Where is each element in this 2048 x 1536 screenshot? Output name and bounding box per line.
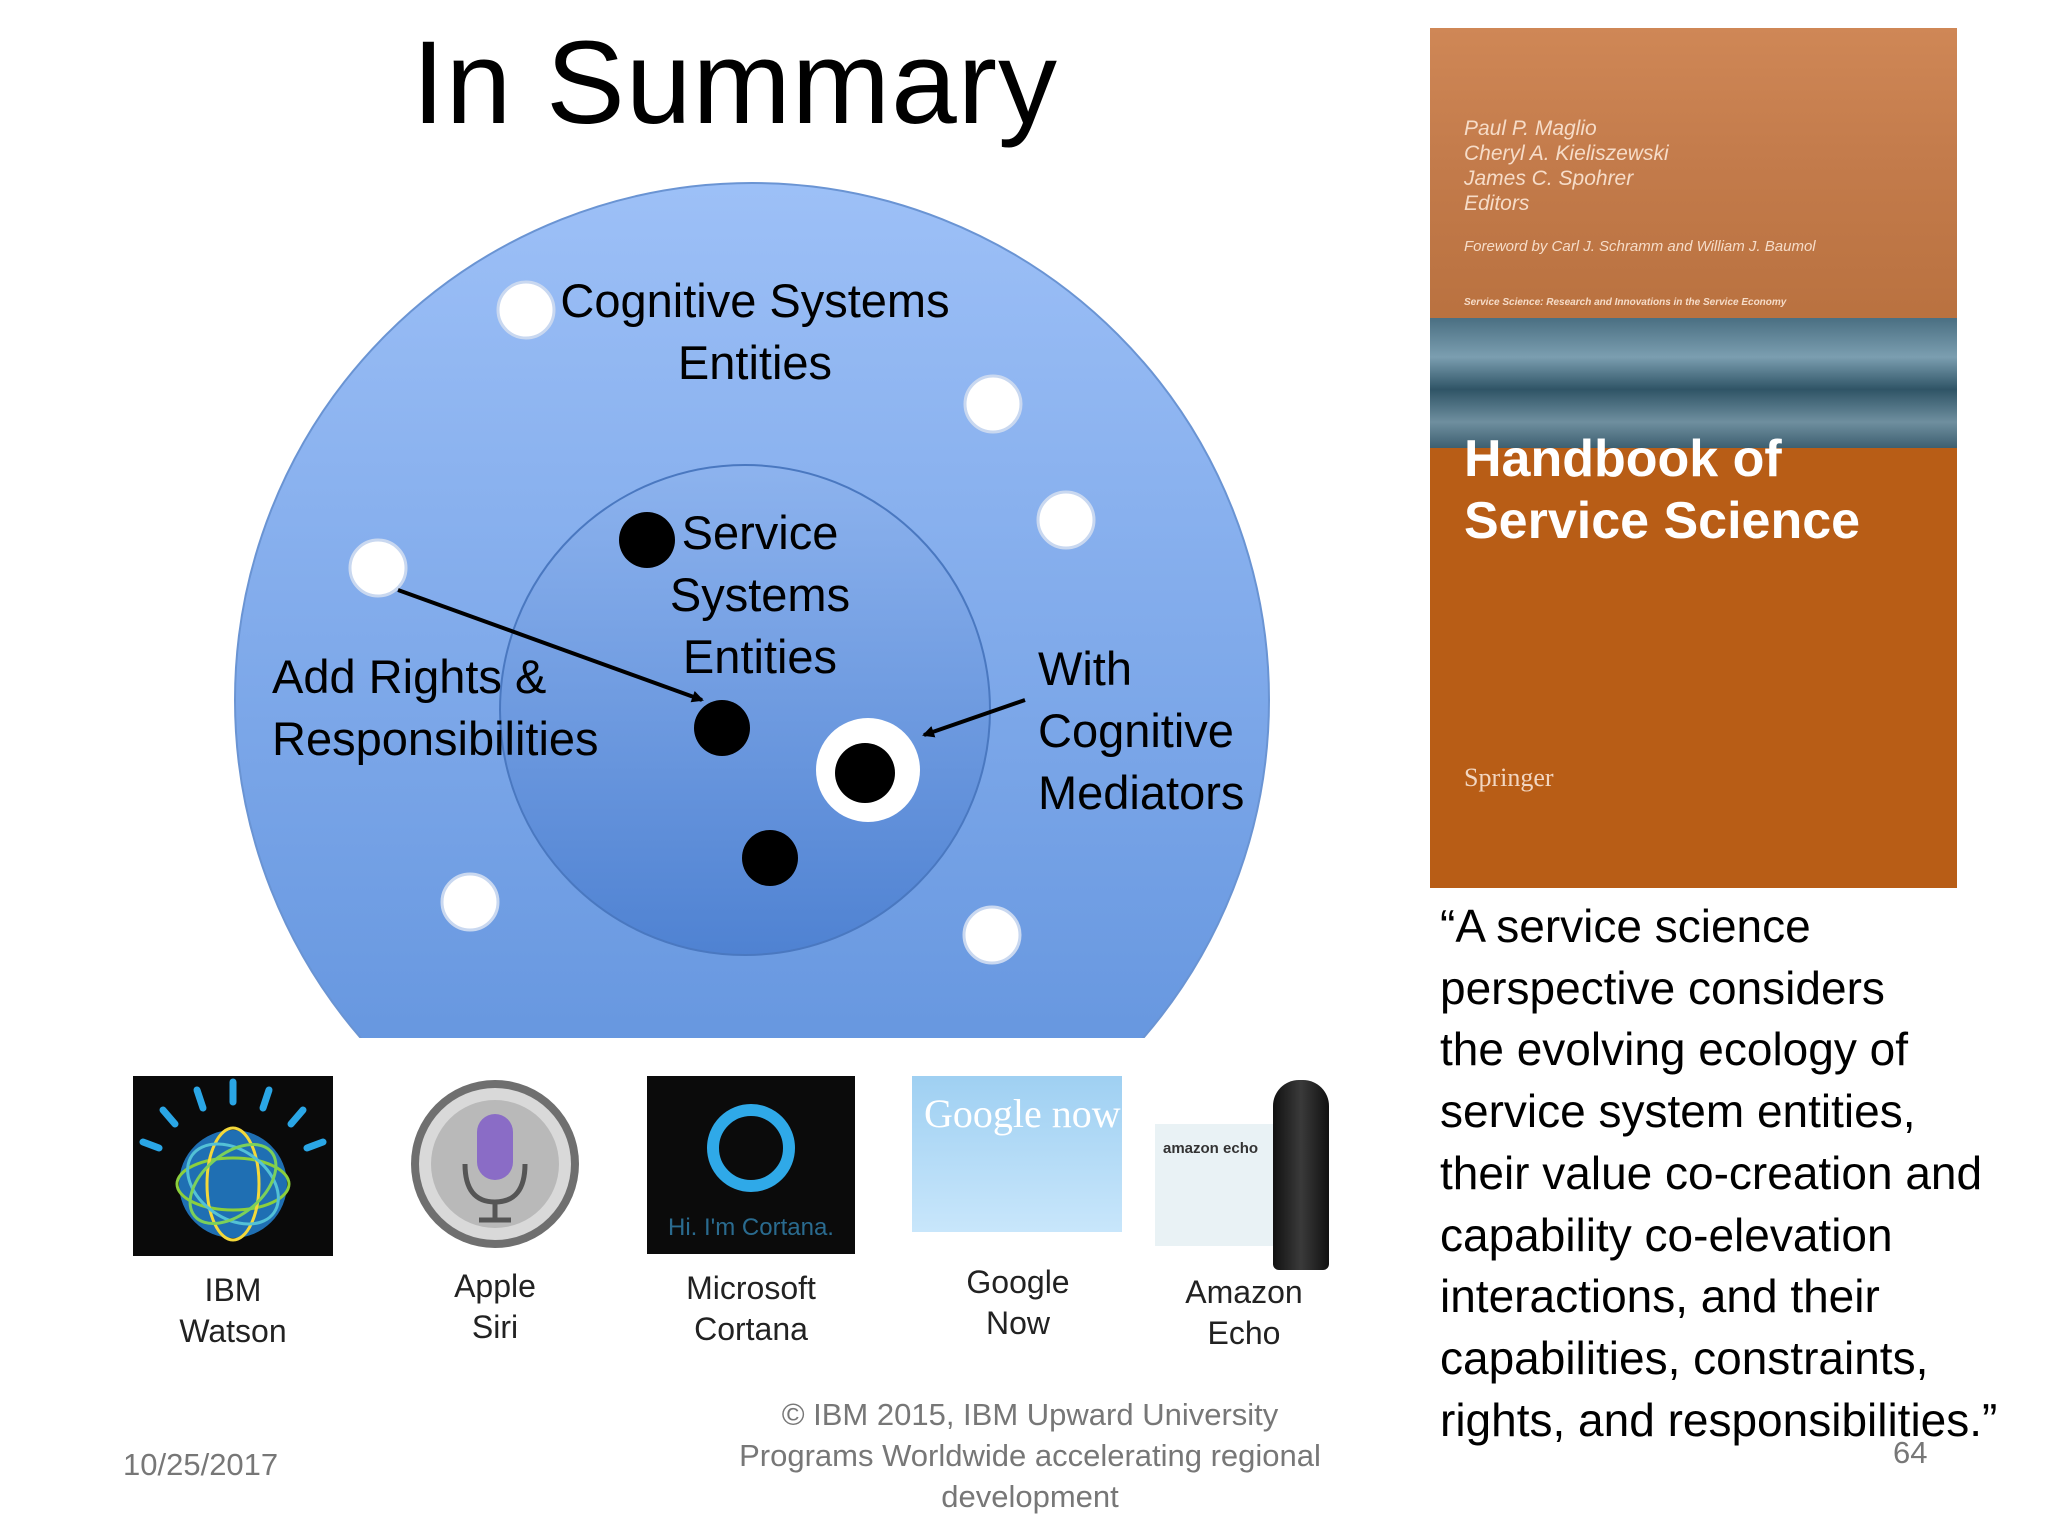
cognitive-mediators-label: With Cognitive Mediators bbox=[1038, 642, 1245, 819]
ecosystem-diagram bbox=[234, 182, 1270, 1038]
service-systems-label: Service Systems Entities bbox=[669, 506, 851, 683]
ibm-watson-caption: IBM Watson bbox=[179, 1272, 287, 1349]
book-publisher: Springer bbox=[1464, 763, 1554, 792]
copyright-footer: © IBM 2015, IBM Upward University Progra… bbox=[739, 1397, 1321, 1514]
cognitive-systems-label: Cognitive Systems Entities bbox=[560, 274, 950, 389]
book-cover-image: Paul P. Maglio Cheryl A. Kieliszewski Ja… bbox=[1430, 28, 1957, 888]
cognitive-entity-dot bbox=[1036, 490, 1096, 550]
service-entity-dot bbox=[619, 512, 675, 568]
cognitive-entity-dot bbox=[496, 280, 556, 340]
ibm-watson-icon bbox=[133, 1076, 333, 1256]
apple-siri-icon bbox=[409, 1078, 581, 1250]
service-science-quote: “A service science perspective considers… bbox=[1440, 900, 1998, 1446]
service-entity-dot bbox=[742, 830, 798, 886]
slide-title: In Summary bbox=[411, 17, 1059, 149]
mediator-arrow bbox=[922, 698, 1026, 738]
cognitive-entity-dot bbox=[962, 905, 1022, 965]
book-editors: Paul P. Maglio Cheryl A. Kieliszewski Ja… bbox=[1464, 117, 1669, 215]
cognitive-entity-dot bbox=[348, 538, 408, 598]
microsoft-cortana-caption: Microsoft Cortana bbox=[686, 1270, 816, 1347]
microsoft-cortana-icon: Hi. I'm Cortana. bbox=[647, 1076, 855, 1254]
service-entity-dot bbox=[694, 700, 750, 756]
mediated-entity-dot bbox=[835, 743, 895, 803]
add-rights-label: Add Rights & Responsibilities bbox=[272, 650, 599, 765]
book-series: Service Science: Research and Innovation… bbox=[1464, 297, 1787, 308]
cognitive-entity-dot bbox=[440, 872, 500, 932]
slide-date: 10/25/2017 bbox=[123, 1447, 279, 1482]
page-number: 64 bbox=[1893, 1435, 1928, 1470]
amazon-echo-caption: Amazon Echo bbox=[1185, 1274, 1303, 1351]
rights-arrow bbox=[397, 588, 704, 703]
amazon-echo-icon: amazon echo bbox=[1155, 1080, 1335, 1280]
cognitive-entity-dot bbox=[963, 374, 1023, 434]
google-now-caption: Google Now bbox=[966, 1264, 1070, 1341]
inner-circle-service-systems bbox=[499, 464, 991, 956]
book-foreword: Foreword by Carl J. Schramm and William … bbox=[1464, 238, 1816, 255]
google-now-icon: Google now bbox=[912, 1076, 1122, 1232]
book-title: Handbook of Service Science bbox=[1464, 430, 1861, 550]
apple-siri-caption: Apple Siri bbox=[454, 1268, 536, 1345]
